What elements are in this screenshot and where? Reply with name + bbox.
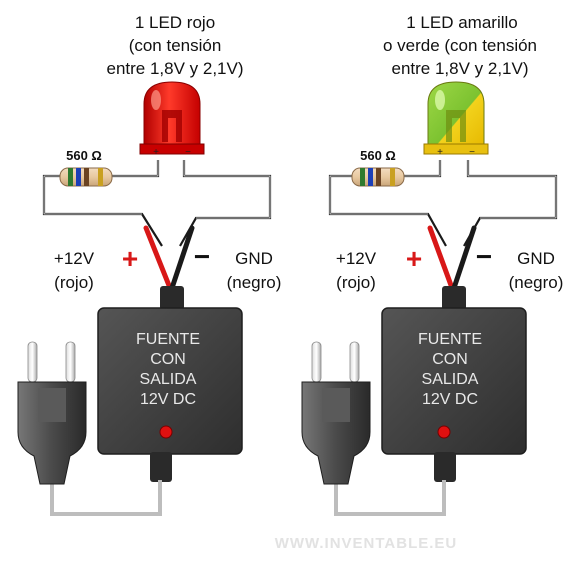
right-circuit-wire-highlight [329, 160, 557, 219]
left-cable-relief-top [160, 286, 184, 310]
left-led-caption-line-3: entre 1,8V y 2,1V) [106, 59, 243, 78]
left-led-minus: − [185, 147, 191, 158]
left-led-caption-line-1: 1 LED rojo [135, 13, 215, 32]
right-cable-relief-bottom [434, 452, 456, 482]
left-led: + − [139, 81, 205, 158]
right-cable-relief-top [442, 286, 466, 310]
right-black-wire [451, 225, 477, 291]
right-red-wire [427, 225, 455, 291]
left-mains-cable [50, 480, 162, 516]
right-led: + − [423, 81, 489, 158]
left-resistor: 560 Ω [59, 148, 113, 187]
right-negative-label-2: (negro) [509, 273, 564, 292]
right-resistor: 560 Ω [351, 148, 405, 187]
right-mains-cable [334, 480, 446, 516]
left-led-plus: + [153, 147, 159, 158]
right-positive-label-1: +12V [336, 249, 377, 268]
right-power-supply: FUENTE CON SALIDA 12V DC [381, 307, 527, 455]
right-plus-sign: + [406, 243, 422, 274]
right-resistor-label: 560 Ω [360, 148, 396, 163]
right-psu-indicator [437, 425, 451, 439]
left-psu-indicator [159, 425, 173, 439]
left-circuit: 1 LED rojo (con tensión entre 1,8V y 2,1… [17, 13, 282, 516]
left-minus-sign: − [194, 241, 210, 272]
right-minus-sign: − [476, 241, 492, 272]
left-positive-label-1: +12V [54, 249, 95, 268]
left-mains-plug [17, 341, 87, 485]
left-psu-text-3: SALIDA [140, 371, 197, 388]
right-negative-label-1: GND [517, 249, 555, 268]
left-negative-label-1: GND [235, 249, 273, 268]
left-psu-text-1: FUENTE [136, 331, 200, 348]
right-psu-text-1: FUENTE [418, 331, 482, 348]
right-led-caption-line-1: 1 LED amarillo [406, 13, 518, 32]
left-power-supply: FUENTE CON SALIDA 12V DC [97, 307, 243, 455]
left-psu-text-2: CON [150, 351, 186, 368]
right-psu-text-2: CON [432, 351, 468, 368]
right-led-caption-line-2: o verde (con tensión [383, 36, 537, 55]
left-positive-label-2: (rojo) [54, 273, 94, 292]
right-circuit: 1 LED amarillo o verde (con tensión entr… [301, 13, 564, 516]
left-psu-text-4: 12V DC [140, 391, 196, 408]
right-positive-label-2: (rojo) [336, 273, 376, 292]
right-led-caption-line-3: entre 1,8V y 2,1V) [391, 59, 528, 78]
right-psu-text-3: SALIDA [422, 371, 479, 388]
left-cable-relief-bottom [150, 452, 172, 482]
watermark: WWW.INVENTABLE.EU [275, 535, 458, 552]
left-black-wire [169, 225, 195, 291]
right-led-minus: − [469, 147, 475, 158]
right-led-plus: + [437, 147, 443, 158]
left-circuit-wire-highlight [43, 160, 271, 219]
left-led-caption-line-2: (con tensión [129, 36, 222, 55]
right-mains-plug [301, 341, 371, 485]
left-negative-label-2: (negro) [227, 273, 282, 292]
right-psu-text-4: 12V DC [422, 391, 478, 408]
left-resistor-label: 560 Ω [66, 148, 102, 163]
left-plus-sign: + [122, 243, 138, 274]
left-red-wire [143, 225, 173, 291]
